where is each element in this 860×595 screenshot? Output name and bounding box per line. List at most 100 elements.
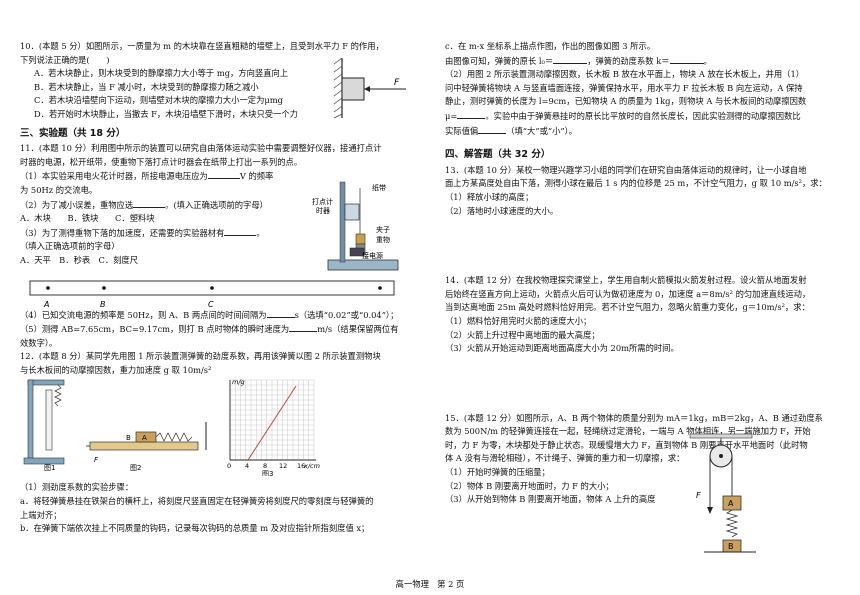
q12-graph-read: 由图像可知，弹簧的原长 l₀＝，弹簧的劲度系数 k＝。 [445, 54, 712, 66]
answer-blank [289, 322, 318, 333]
q11-part-2-options: A．木块 B．铁块 C．塑料块 [20, 213, 155, 224]
answer-blank [553, 54, 588, 64]
tape-point-b: B [100, 300, 106, 309]
q14-part-2: （2）火箭上升过程中离地面的最大高度； [445, 329, 600, 340]
label-timer: 打点计 [312, 197, 333, 206]
q10-stem: 10．(本题 5 分）如图所示，一质量为 m 的木块靠在竖直粗糙的墙壁上，且受到… [20, 41, 384, 51]
block-a-label: A [728, 499, 734, 508]
q12-part-2-f: 实际值偏（填“大”或“小”）。 [445, 124, 578, 136]
q13-stem: 13．(本题 10 分）某校一物理兴趣学习小组的同学们在研究自由落体运动的规律时… [445, 164, 807, 175]
q11-stem: 11．(本题 10 分）利用图中所示的装置可以研究自由落体运动实验中需要调整好仪… [20, 143, 382, 154]
x-tick-8: 8 [263, 462, 267, 470]
label-weight: 重物 [376, 235, 390, 244]
q15-part-2: （2）物体 B 刚要离开地面时，力 F 的大小； [445, 480, 614, 491]
q10-option-b: B．若木块静止，当 F 减小时，木块受到的静摩擦力随之减小 [34, 81, 259, 92]
q15-part-3: （3）从开始到物体 B 刚要离开地面，物体 A 上升的高度 [445, 494, 656, 505]
q11-part-3-options: A．天平 B．秒表 C．刻度尺 [20, 254, 139, 265]
answer-blank [207, 169, 240, 180]
q15-stem-4: 体 A 没有与滑轮相碰），不计绳子、弹簧的重力和一切摩擦，求： [445, 453, 685, 464]
q13-stem-2: 面上方某高度处自由下落，测得小球在最后 1 s 内的位移是 25 m，不计空气阻… [445, 178, 827, 189]
q10-options: A．若木块静止，则木块受到的静摩擦力大小等于 mg，方向竖直向上 B．若木块静止… [20, 67, 420, 121]
q15-stem-3: 时，力 F 为零，木块都处于静止状态。现缓慢增大力 F，直到物体 B 刚要离开水… [445, 439, 808, 450]
q12-step-c: c．在 m-x 坐标系上描点作图，作出的图像如图 3 所示。 [445, 41, 656, 51]
answer-blank [224, 226, 257, 236]
page-footer: 高一物理 第 2 页 [395, 579, 465, 589]
x-tick-0: 0 [227, 462, 231, 470]
q11-part-3-hint: （填入正确选项前的字母） [20, 241, 120, 252]
q14-stem: 14．(本题 12 分）在我校物理探究课堂上，学生用自制火箭模拟火箭发射过程。设… [445, 275, 807, 286]
q15-stem-2: 数为 500N/m 的轻弹簧连接在一起，轻绳绕过定滑轮，一端与 A 物体相连，另… [445, 426, 811, 437]
q12-part-2-d: μ=。实验中由于弹簧悬挂时的原长比平放时的自然长度长，因此实验测得的动摩擦因数比 [445, 109, 801, 121]
q10-stem-2: 下列说法正确的是( ) [20, 54, 110, 65]
q11-part-2: （2）为了减小误差，重物应选。(填入正确选项前的字母） [20, 198, 268, 210]
figure-2-force: F [94, 456, 99, 464]
q10-figure: F [333, 57, 406, 119]
label-clip: 夹子 [376, 225, 390, 234]
q14-stem-2: 后始终在竖直方向上运动，火箭点火后可认为做初速度为 0，加速度 a＝8m/s² … [445, 288, 811, 299]
q10-option-a: A．若木块静止，则木块受到的静摩擦力大小等于 mg，方向竖直向上 [34, 68, 289, 79]
q13-answer-space [445, 218, 845, 274]
q14-part-3: （3）火箭从开始运动到距离地面高度大小为 20m所需的时间。 [445, 343, 679, 354]
section-3-heading: 三、实验题（共 18 分） [20, 127, 126, 139]
x-tick-16: 16 [297, 462, 305, 470]
graph-y-label: m/g [232, 378, 245, 386]
q12-step-a-cont: 上端对齐； [20, 509, 62, 520]
figure-2-block: A [142, 434, 147, 442]
x-tick-12: 12 [279, 462, 287, 470]
q12-part-2: （2）用图 2 所示装置测动摩擦因数，长木板 B 放在水平面上，物块 A 放在长… [445, 69, 805, 80]
answer-blank [478, 124, 507, 134]
left-column: 10．(本题 5 分）如图所示，一质量为 m 的木块靠在竖直粗糙的墙壁上，且受到… [20, 40, 420, 536]
figure-2-board: B [126, 434, 131, 442]
q13-part-2: （2）落地时小球速度的大小。 [445, 205, 559, 216]
q11-apparatus-figure: 打点计 时器 纸带 夹子 重物 接电源 [312, 181, 399, 271]
q14-answer-space [445, 356, 845, 412]
q12-stem-2: 与长木板间的动摩擦因数，重力加速度 g 取 10m/s² [20, 364, 212, 375]
q11-part-5: （5）测得 AB=7.65cm，BC=9.17cm，则打 B 点时物体的瞬时速度… [20, 322, 399, 335]
q15-figure: F A B [689, 433, 756, 553]
q11-part-1-cont: 为 50Hz 的交流电。 [20, 184, 98, 195]
q10-option-c: C．若木块沿墙壁向下运动，则墙壁对木块的摩擦力大小一定为μmg [34, 95, 283, 106]
force-label: F [394, 78, 400, 88]
label-timer-2: 时器 [316, 206, 330, 215]
q11-tape-figure: A B C [29, 280, 395, 309]
block-b-label: B [728, 542, 734, 551]
tape-point-c: C [208, 300, 214, 309]
answer-blank [669, 54, 704, 64]
answer-blank [133, 198, 166, 208]
figure-3-caption: 图3 [262, 470, 273, 476]
q11-part-3: （3）为了测得重物下落的加速度，还需要的实验器材有。 [20, 226, 265, 238]
graph-line [247, 385, 297, 461]
q12-figure-3: m/g x/cm 0 4 8 12 16 图3 [227, 378, 320, 476]
q12-part-2-b: 问中轻弹簧将物块 A 与竖直墙面连接，弹簧保持水平，用水平力 F 拉长木板 B … [445, 82, 803, 93]
q13-part-1: （1）释放小球的高度； [445, 191, 534, 202]
q15-stem: 15．(本题 12 分）如图所示，A、B 两个物体的质量分别为 mA＝1kg，m… [445, 412, 823, 423]
q10-option-d: D．若开始时木块静止，当撤去 F，木块沿墙壁下滑时，木块只受一个力 [34, 108, 298, 119]
x-tick-4: 4 [245, 462, 249, 470]
answer-blank [266, 308, 295, 318]
q12-stem: 12．(本题 8 分）某同学先用图 1 所示装置测弹簧的劲度系数，再用该弹簧以图… [20, 351, 381, 362]
q14-part-1: （1）燃料恰好用完时火箭的速度大小； [445, 315, 592, 326]
block-shape [341, 77, 365, 101]
tape-point-a: A [43, 300, 49, 309]
q12-part-2-c: 静止，测时弹簧的长度为 l=9cm，已知物块 A 的质量为 1kg，则物块 A … [445, 96, 807, 107]
force-f-label: F [696, 491, 701, 500]
q12-step-a: a．将轻弹簧悬挂在铁架台的横杆上，将刻度尺竖直固定在轻弹簧旁将刻度尺的零刻度与轻… [20, 496, 374, 507]
figure-1-caption: 图1 [44, 464, 55, 472]
answer-blank [457, 109, 486, 119]
q15-part-1: （1）开始时弹簧的压缩量； [445, 467, 550, 478]
label-power: 接电源 [362, 251, 383, 260]
q11-part-5-cont: 效数字）。 [20, 337, 58, 348]
q12-step-b: b．在弹簧下端依次挂上不同质量的钩码，记录每次钩码的总质量 m 及对应指针所指刻… [20, 523, 370, 534]
q12-part-1: （1）测劲度系数的实验步骤： [20, 482, 134, 493]
label-tape: 纸带 [372, 183, 386, 192]
figure-2-caption: 图2 [130, 464, 141, 472]
section-4-heading: 四、解答题（共 32 分） [445, 149, 551, 161]
graph-grid [229, 379, 315, 461]
q12-figure-1: 图1 [23, 379, 65, 472]
right-column: c．在 m-x 坐标系上描点作图，作出的图像如图 3 所示。 由图像可知，弹簧的… [445, 40, 845, 507]
q12-figure-2: F B A 图2 [86, 422, 207, 472]
q11-stem-2: 时器的电源，松开纸带，使重物下落打点计时器会在纸带上打出一系列的点。 [20, 156, 303, 167]
graph-x-label: x/cm [303, 462, 320, 470]
